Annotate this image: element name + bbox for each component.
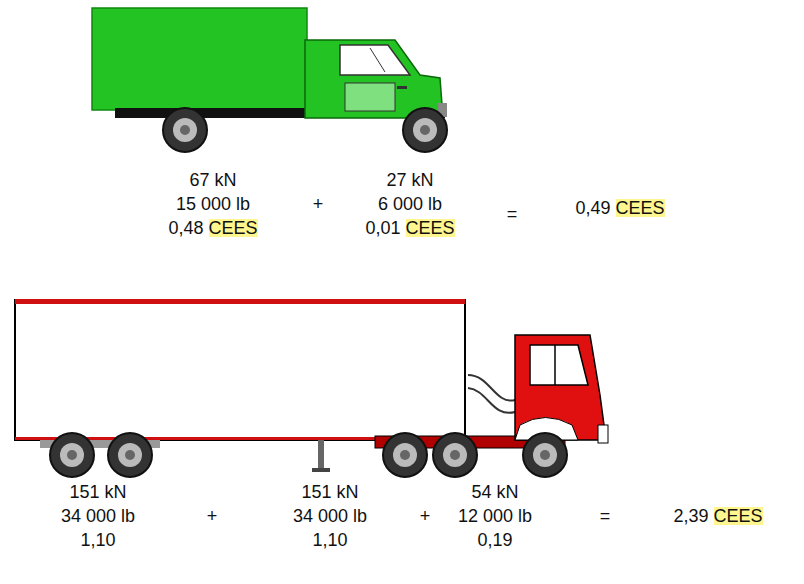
- operator: +: [207, 505, 218, 527]
- wheel: [108, 433, 152, 477]
- operator: =: [507, 203, 518, 225]
- load-value: 12 000 lb: [458, 505, 532, 527]
- wheel: [433, 433, 477, 477]
- operator: +: [420, 505, 431, 527]
- operator: =: [600, 505, 611, 527]
- load-value: 27 kN: [386, 169, 433, 191]
- load-value: 6 000 lb: [378, 193, 442, 215]
- load-value: 151 kN: [301, 481, 358, 503]
- operator: +: [313, 193, 324, 215]
- wheel: [383, 433, 427, 477]
- esal-value: 1,10: [312, 529, 347, 551]
- esal-value: 0,01 CEES: [365, 217, 454, 239]
- load-value: 34 000 lb: [61, 505, 135, 527]
- wheel: [163, 108, 207, 152]
- load-value: 67 kN: [189, 169, 236, 191]
- esal-total: 0,49 CEES: [575, 197, 664, 219]
- load-value: 151 kN: [69, 481, 126, 503]
- wheel: [50, 433, 94, 477]
- straight-truck: [92, 8, 447, 152]
- tractor-trailer: [15, 299, 608, 477]
- esal-value: 0,19: [477, 529, 512, 551]
- esal-value: 0,48 CEES: [168, 217, 257, 239]
- load-value: 15 000 lb: [176, 193, 250, 215]
- esal-value: 1,10: [80, 529, 115, 551]
- wheel: [403, 108, 447, 152]
- wheel: [523, 433, 567, 477]
- esal-total: 2,39 CEES: [673, 505, 762, 527]
- load-value: 34 000 lb: [293, 505, 367, 527]
- load-value: 54 kN: [471, 481, 518, 503]
